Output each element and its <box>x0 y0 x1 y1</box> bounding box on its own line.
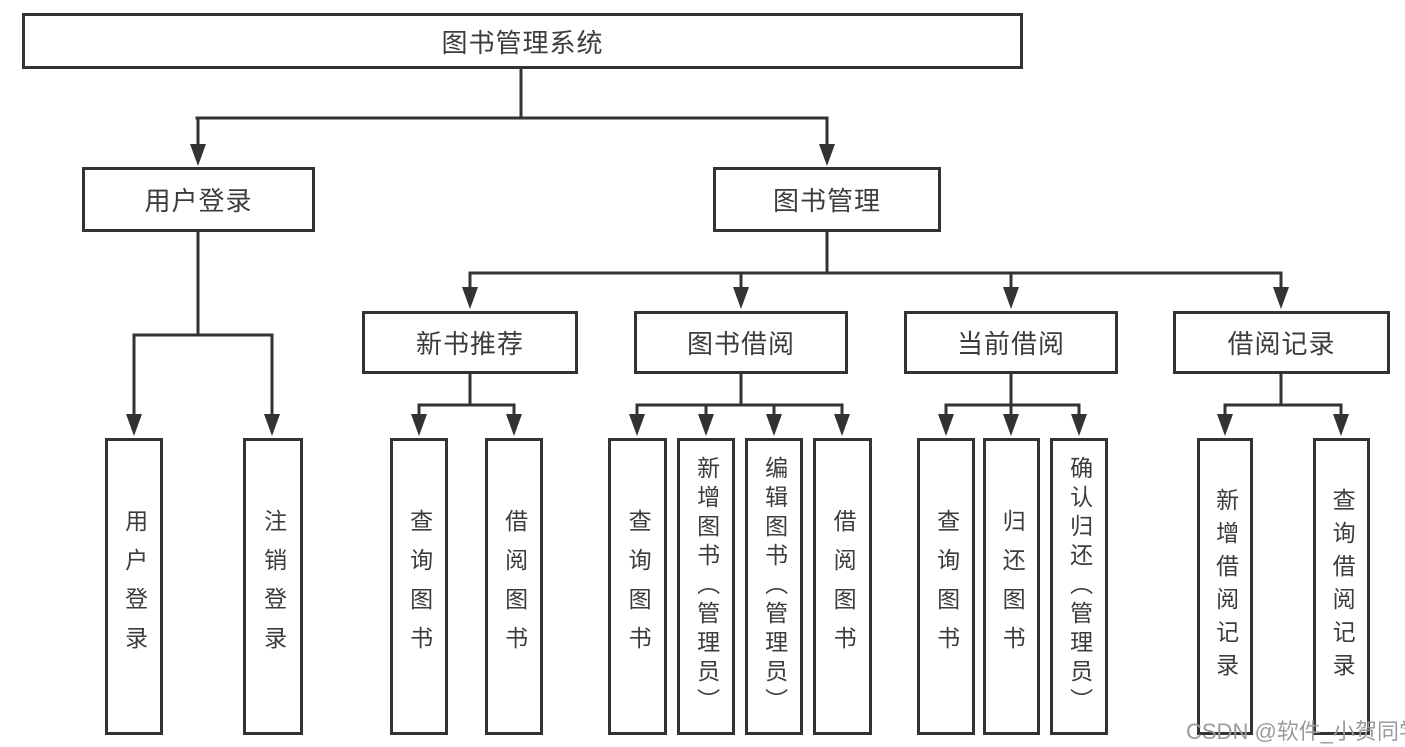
leaf-query-book-current: 查询图书 <box>917 438 975 735</box>
node-new-book-recommend-label: 新书推荐 <box>415 329 524 359</box>
leaf-confirm-return-admin: 确认归还（管理员） <box>1050 438 1108 735</box>
leaf-borrow-book-recommend: 借阅图书 <box>485 438 543 735</box>
leaf-user-login-label: 用户登录 <box>121 508 148 665</box>
csdn-watermark: CSDN @软件_小贺同学 <box>1186 719 1405 744</box>
leaf-return-book: 归还图书 <box>983 438 1040 735</box>
node-book-management: 图书管理 <box>713 167 941 232</box>
arrow-down-icons <box>126 144 1349 436</box>
leaf-query-book-borrow: 查询图书 <box>608 438 667 735</box>
node-borrow-records: 借阅记录 <box>1173 311 1390 374</box>
node-root: 图书管理系统 <box>22 13 1023 69</box>
leaf-edit-book-admin-label: 编辑图书（管理员） <box>761 456 788 717</box>
leaf-add-book-admin: 新增图书（管理员） <box>677 438 735 735</box>
leaf-query-borrow-record-label: 查询借阅记录 <box>1329 487 1356 686</box>
leaf-logout: 注销登录 <box>243 438 303 735</box>
node-book-management-label: 图书管理 <box>772 186 881 216</box>
node-current-borrow-label: 当前借阅 <box>956 329 1065 359</box>
leaf-borrow-book-recommend-label: 借阅图书 <box>501 508 528 665</box>
leaf-borrow-book-label: 借阅图书 <box>830 508 857 665</box>
node-root-label: 图书管理系统 <box>441 27 604 58</box>
leaf-user-login: 用户登录 <box>105 438 163 735</box>
leaf-query-book-current-label: 查询图书 <box>933 508 960 665</box>
leaf-add-borrow-record: 新增借阅记录 <box>1197 438 1253 735</box>
leaf-confirm-return-admin-label: 确认归还（管理员） <box>1066 456 1093 717</box>
leaf-borrow-book: 借阅图书 <box>813 438 872 735</box>
leaf-query-book-borrow-label: 查询图书 <box>625 508 652 665</box>
node-user-login: 用户登录 <box>82 167 315 232</box>
leaf-add-book-admin-label: 新增图书（管理员） <box>693 456 720 717</box>
leaf-edit-book-admin: 编辑图书（管理员） <box>745 438 803 735</box>
node-book-borrow: 图书借阅 <box>634 311 848 374</box>
leaf-query-borrow-record: 查询借阅记录 <box>1313 438 1370 735</box>
leaf-logout-label: 注销登录 <box>260 508 287 665</box>
leaf-query-book-recommend: 查询图书 <box>390 438 448 735</box>
node-book-borrow-label: 图书借阅 <box>686 329 795 359</box>
leaf-return-book-label: 归还图书 <box>999 508 1026 665</box>
node-borrow-records-label: 借阅记录 <box>1227 329 1336 359</box>
node-user-login-label: 用户登录 <box>144 186 253 216</box>
node-current-borrow: 当前借阅 <box>904 311 1118 374</box>
leaf-add-borrow-record-label: 新增借阅记录 <box>1212 487 1239 686</box>
node-new-book-recommend: 新书推荐 <box>362 311 578 374</box>
leaf-query-book-recommend-label: 查询图书 <box>406 508 433 665</box>
